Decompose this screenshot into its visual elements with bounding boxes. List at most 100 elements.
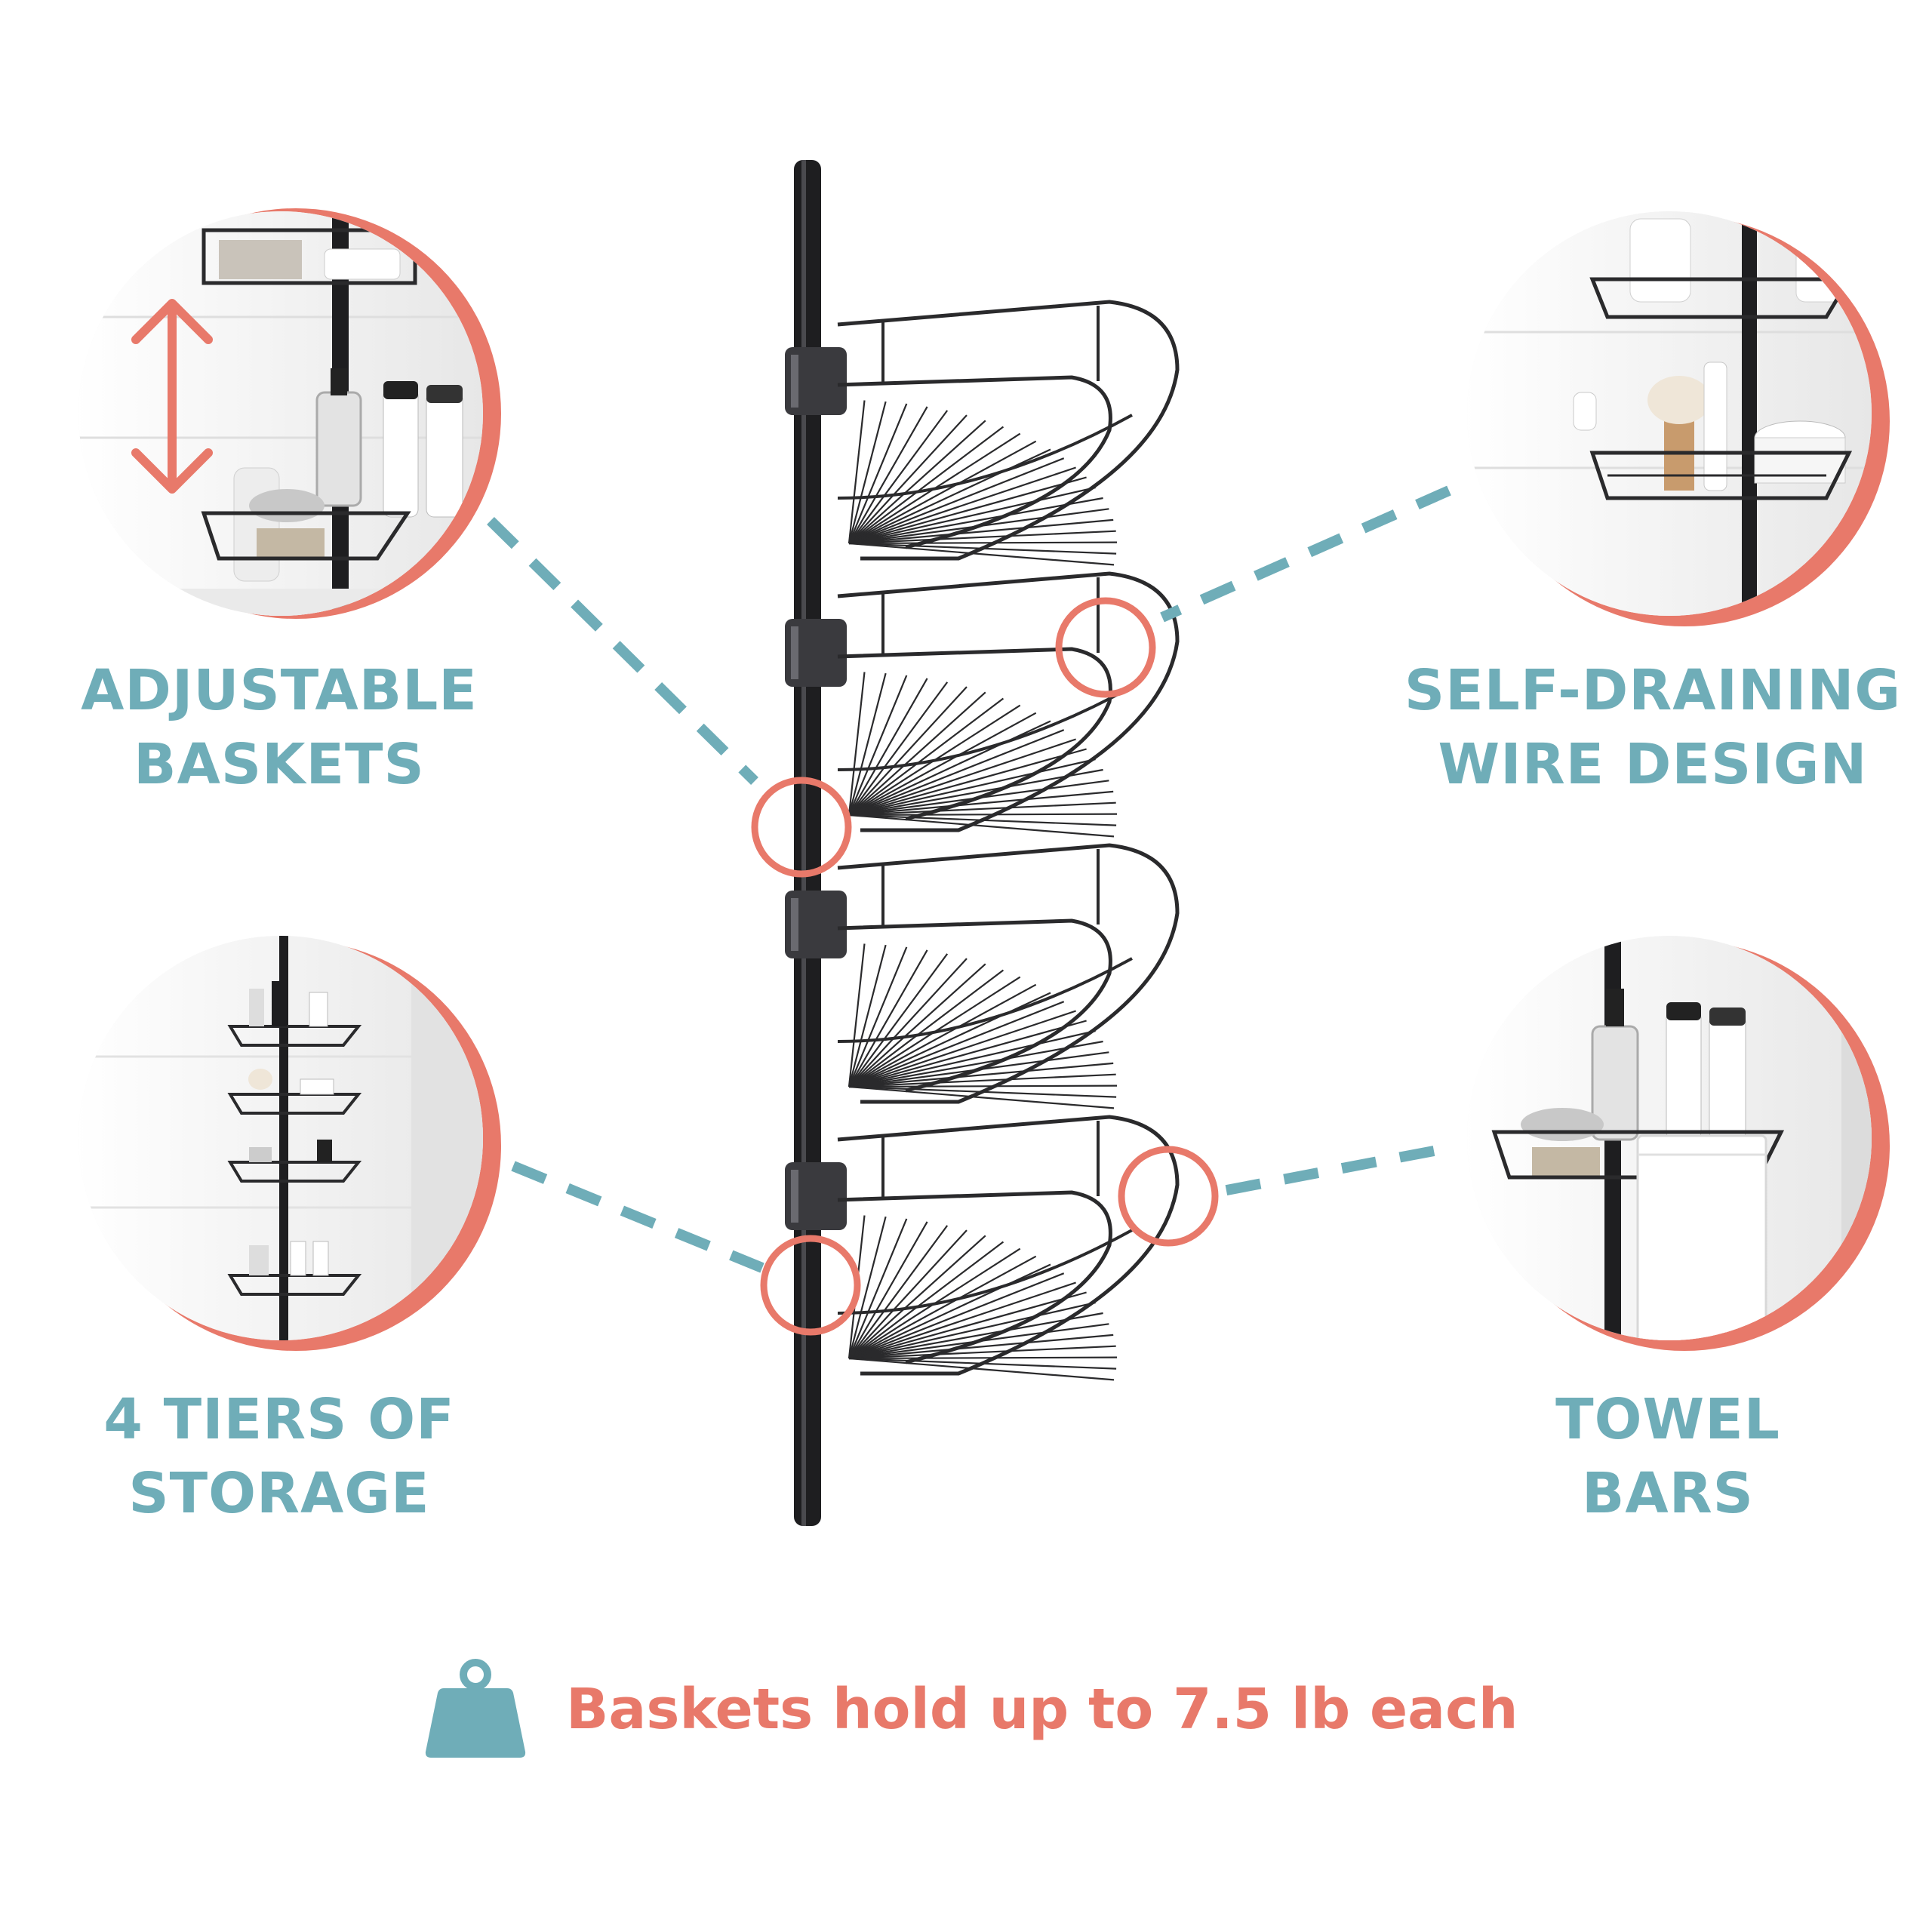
basket-fan-wire xyxy=(848,410,949,544)
photo-circle-adjustable xyxy=(78,208,501,619)
feature-adjustable-line2: BASKETS xyxy=(134,732,425,797)
weight-capacity-text: Baskets hold up to 7.5 lb each xyxy=(566,1677,1518,1742)
basket-fan-wire xyxy=(848,944,887,1088)
basket-fan-wire xyxy=(848,448,1051,544)
basket-fan-wire xyxy=(848,497,1103,545)
basket-rail xyxy=(837,1190,1112,1364)
basket-fan-wire xyxy=(848,946,908,1088)
basket-rim xyxy=(837,300,1180,561)
highlight-ring-towel xyxy=(1118,1146,1219,1247)
basket-fan-wire xyxy=(848,983,1037,1088)
basket-fan-wire xyxy=(848,406,928,544)
weight-icon xyxy=(425,1659,526,1758)
basket-fan-wire xyxy=(848,403,908,544)
basket-fan-wire xyxy=(848,530,1116,545)
basket-fan-wire xyxy=(848,457,1065,545)
basket-fan-wire xyxy=(848,814,1115,838)
feature-label-tiers: 4 TIERS OF STORAGE xyxy=(53,1383,506,1531)
basket-collar xyxy=(785,619,847,687)
feature-towel-line1: TOWEL xyxy=(1555,1387,1780,1452)
basket-fan-wire xyxy=(848,1225,949,1359)
feature-label-towel: TOWEL BARS xyxy=(1434,1383,1902,1531)
basket-fan-wire xyxy=(848,466,1076,545)
basket-fan-wire xyxy=(848,1073,1116,1088)
basket-fan-wire xyxy=(848,704,1021,816)
basket-collar xyxy=(785,1162,847,1230)
basket-fan-wire xyxy=(848,1334,1114,1360)
basket-fan-wire xyxy=(848,476,1087,545)
basket-fan-wire xyxy=(848,976,1021,1088)
basket-fan-wire xyxy=(848,1216,887,1359)
basket-fan-wire xyxy=(848,1001,1065,1088)
basket-fan-wire xyxy=(848,401,887,544)
basket-rail xyxy=(837,375,1112,549)
basket-fan-wire xyxy=(848,1085,1115,1109)
highlight-rings xyxy=(751,597,1219,1336)
basket-fan-wire xyxy=(848,712,1037,816)
collar-highlight xyxy=(791,898,798,951)
basket-fan-wire xyxy=(848,432,1021,544)
feature-tiers-line1: 4 TIERS OF xyxy=(103,1387,455,1452)
collar-highlight xyxy=(791,355,798,408)
basket-fan-wire xyxy=(848,949,928,1088)
basket-rail xyxy=(837,647,1112,821)
basket-fan-wire xyxy=(848,542,1117,555)
basket-fan-wire xyxy=(848,420,986,544)
basket-fan-wire xyxy=(848,969,1004,1088)
pole-highlight xyxy=(801,160,806,1526)
basket-fan-wire xyxy=(848,943,866,1088)
basket-fan-wire xyxy=(848,686,968,816)
basket-fan-wire xyxy=(848,1221,928,1359)
basket-fan-wire xyxy=(848,953,949,1088)
basket-fan-wire xyxy=(848,1272,1065,1360)
basket-fan-wire xyxy=(848,426,1004,544)
basket-fan-wire xyxy=(848,1085,1117,1098)
basket-rim xyxy=(837,1115,1180,1376)
basket-fan-wire xyxy=(848,1247,1021,1359)
feature-label-draining: SELF-DRAINING WIRE DESIGN xyxy=(1396,654,1909,801)
weight-capacity-footer: Baskets hold up to 7.5 lb each xyxy=(423,1653,1555,1766)
basket-rim xyxy=(837,843,1180,1104)
photo-circle-tiers xyxy=(78,936,501,1351)
feature-draining-line2: WIRE DESIGN xyxy=(1438,732,1868,797)
feature-draining-line1: SELF-DRAINING xyxy=(1404,658,1902,723)
basket-fan-wire xyxy=(848,678,928,816)
basket-fan-wire xyxy=(848,1051,1109,1088)
caddy-main-illustration xyxy=(785,160,1180,1526)
basket-fan-wire xyxy=(848,1291,1087,1360)
basket-group xyxy=(785,300,1180,1381)
basket-fan-wire xyxy=(848,1235,986,1359)
basket-fan-wire xyxy=(848,814,1117,826)
highlight-ring-lower-joint xyxy=(760,1235,861,1336)
basket-fan-wire xyxy=(848,414,968,544)
basket-collar xyxy=(785,347,847,415)
basket-fan-wire xyxy=(848,508,1109,545)
connector-towel xyxy=(1221,1146,1435,1196)
basket-fan-wire xyxy=(848,1345,1116,1360)
basket-rail xyxy=(837,918,1112,1093)
basket-fan-wire xyxy=(848,758,1096,817)
photo-circle-towel xyxy=(1467,936,1890,1351)
basket-collar xyxy=(785,891,847,958)
basket-fan-wire xyxy=(848,1020,1087,1088)
collar-highlight xyxy=(791,1170,798,1223)
connector-lines xyxy=(487,485,1451,1273)
feature-adjustable-line1: ADJUSTABLE xyxy=(81,658,478,723)
feature-tiers-line2: STORAGE xyxy=(128,1461,430,1526)
basket-fan-wire xyxy=(848,813,1118,817)
basket-fan-wire xyxy=(848,1218,908,1359)
feature-label-adjustable: ADJUSTABLE BASKETS xyxy=(53,654,506,801)
basket-fan-wire xyxy=(848,1241,1004,1359)
basket-fan-wire xyxy=(848,681,949,816)
basket-fan-wire xyxy=(848,748,1087,817)
basket-fan-wire xyxy=(848,1029,1096,1088)
basket-fan-wire xyxy=(848,958,968,1088)
basket-fan-wire xyxy=(848,1263,1051,1359)
basket-fan-wire xyxy=(848,672,887,816)
wire-basket-2 xyxy=(785,571,1180,838)
connector-draining xyxy=(1160,485,1451,623)
basket-fan-wire xyxy=(848,486,1096,545)
basket-fan-wire xyxy=(848,1357,1117,1370)
basket-fan-wire xyxy=(848,518,1114,545)
